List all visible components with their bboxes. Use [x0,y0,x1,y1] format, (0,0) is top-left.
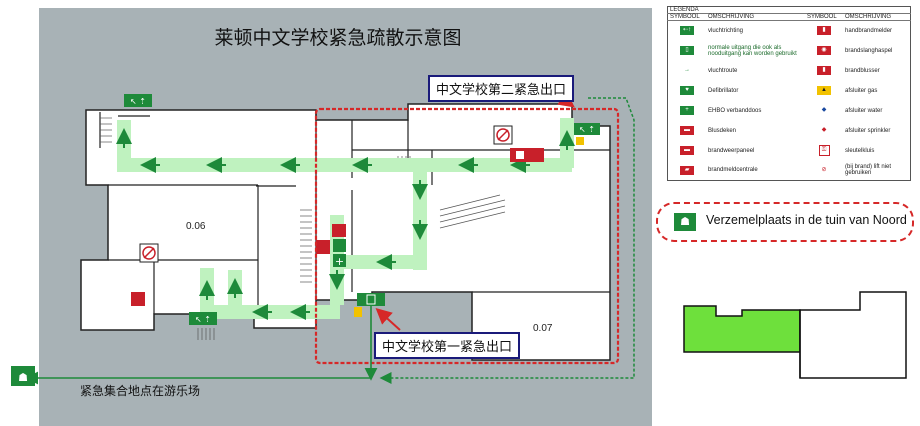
legend-item: sleutelkluis [845,147,875,154]
sprinkler-valve-icon: ◆ [821,127,827,133]
assembly-point-icon: ☗ [674,213,696,231]
legend-col-header: SYMBOOL [667,13,706,21]
legend-item: afsluiter water [845,107,883,114]
first-exit-label: 中文学校第一紧急出口 [374,332,521,359]
legend-item: brandmeldcentrale [708,167,758,174]
legend-col-header: OMSCHRIJVING [843,13,911,21]
svg-text:↖ ⇡: ↖ ⇡ [130,97,146,106]
assembly-point-icon: ☗ [11,366,35,386]
assembly-point-label: 紧急集合地点在游乐场 [80,383,200,398]
gas-valve-icon: ▲ [817,86,831,95]
room-number: 0.06 [186,221,206,232]
legend-item: normale uitgang die ook als nooduitgang … [708,44,797,57]
legend-title: LEGENDA [667,6,911,14]
legend-item: Blusdeken [708,127,737,134]
exit-door-sign [357,293,385,306]
defibrillator-icon: ♥ [680,86,694,95]
exit-sign: ↖ ⇡ [124,94,152,107]
exit-sign: ↖ ⇡ [574,123,600,135]
pointer-arrow [375,307,401,331]
legend-item: (bij brand) lift niet gebruiken [845,164,892,177]
svg-text:↖ ⇡: ↖ ⇡ [195,315,211,324]
legend-col-header: SYMBOOL [805,13,843,21]
fire-extinguisher-icon: ▮ [817,66,831,75]
svg-text:+: + [335,255,344,268]
legend-item: Defibrillator [708,87,739,94]
first-aid-icon: + [680,106,694,115]
route-arrows [116,128,575,320]
second-exit-label: 中文学校第二紧急出口 [428,75,575,102]
fire-equipment [131,137,584,317]
fire-blanket-icon: ▬ [680,126,694,135]
legend-col-header: OMSCHRIJVING [706,13,805,21]
assembly-point-text: Verzemelplaats in de tuin van Noord [706,213,907,227]
legend-item: afsluiter sprinkler [845,127,891,134]
svg-text:↖ ⇡: ↖ ⇡ [579,125,595,134]
exit-door-icon: ▯ [680,46,694,55]
interior-walls [99,110,610,314]
legend: LEGENDA SYMBOOL OMSCHRIJVING SYMBOOL OMS… [667,6,911,181]
legend-item: vluchtrichting [708,27,744,34]
fire-hose-icon: ◉ [817,46,831,55]
fire-alarm-central-icon: ▰ [680,165,694,175]
assembly-point-box: ☗ Verzemelplaats in de tuin van Noord [656,202,914,242]
legend-item: EHBO verbanddoos [708,107,762,114]
fire-panel-icon: ▬ [680,146,694,155]
school-area-outline [314,107,620,365]
legend-item: handbrandmelder [845,27,893,34]
legend-item: vluchtroute [708,67,738,74]
water-valve-icon: ◆ [821,107,827,113]
exit-sign: ↖ ⇡ [189,312,217,325]
map-title: 莱顿中文学校紧急疏散示意图 [214,27,461,49]
legend-item: brandweerpaneel [708,147,755,154]
fire-alarm-icon: ▮ [817,26,831,36]
legend-item: brandslanghaspel [845,47,893,54]
green-arrow-icon: → [684,67,690,73]
room-number: 0.07 [533,323,553,334]
first-aid-signs: + [333,239,346,268]
key-safe-icon: ⚿ [818,145,830,156]
running-man-arrow-icon: ⇠↑ [680,26,694,36]
outside-route [379,97,635,384]
legend-item: afsluiter gas [845,87,878,94]
svg-text:☗: ☗ [18,371,28,384]
legend-item: brandblusser [845,67,880,74]
key-plan [683,291,907,379]
no-lift-icon [139,125,513,263]
no-lift-icon: ⊘ [821,166,827,173]
